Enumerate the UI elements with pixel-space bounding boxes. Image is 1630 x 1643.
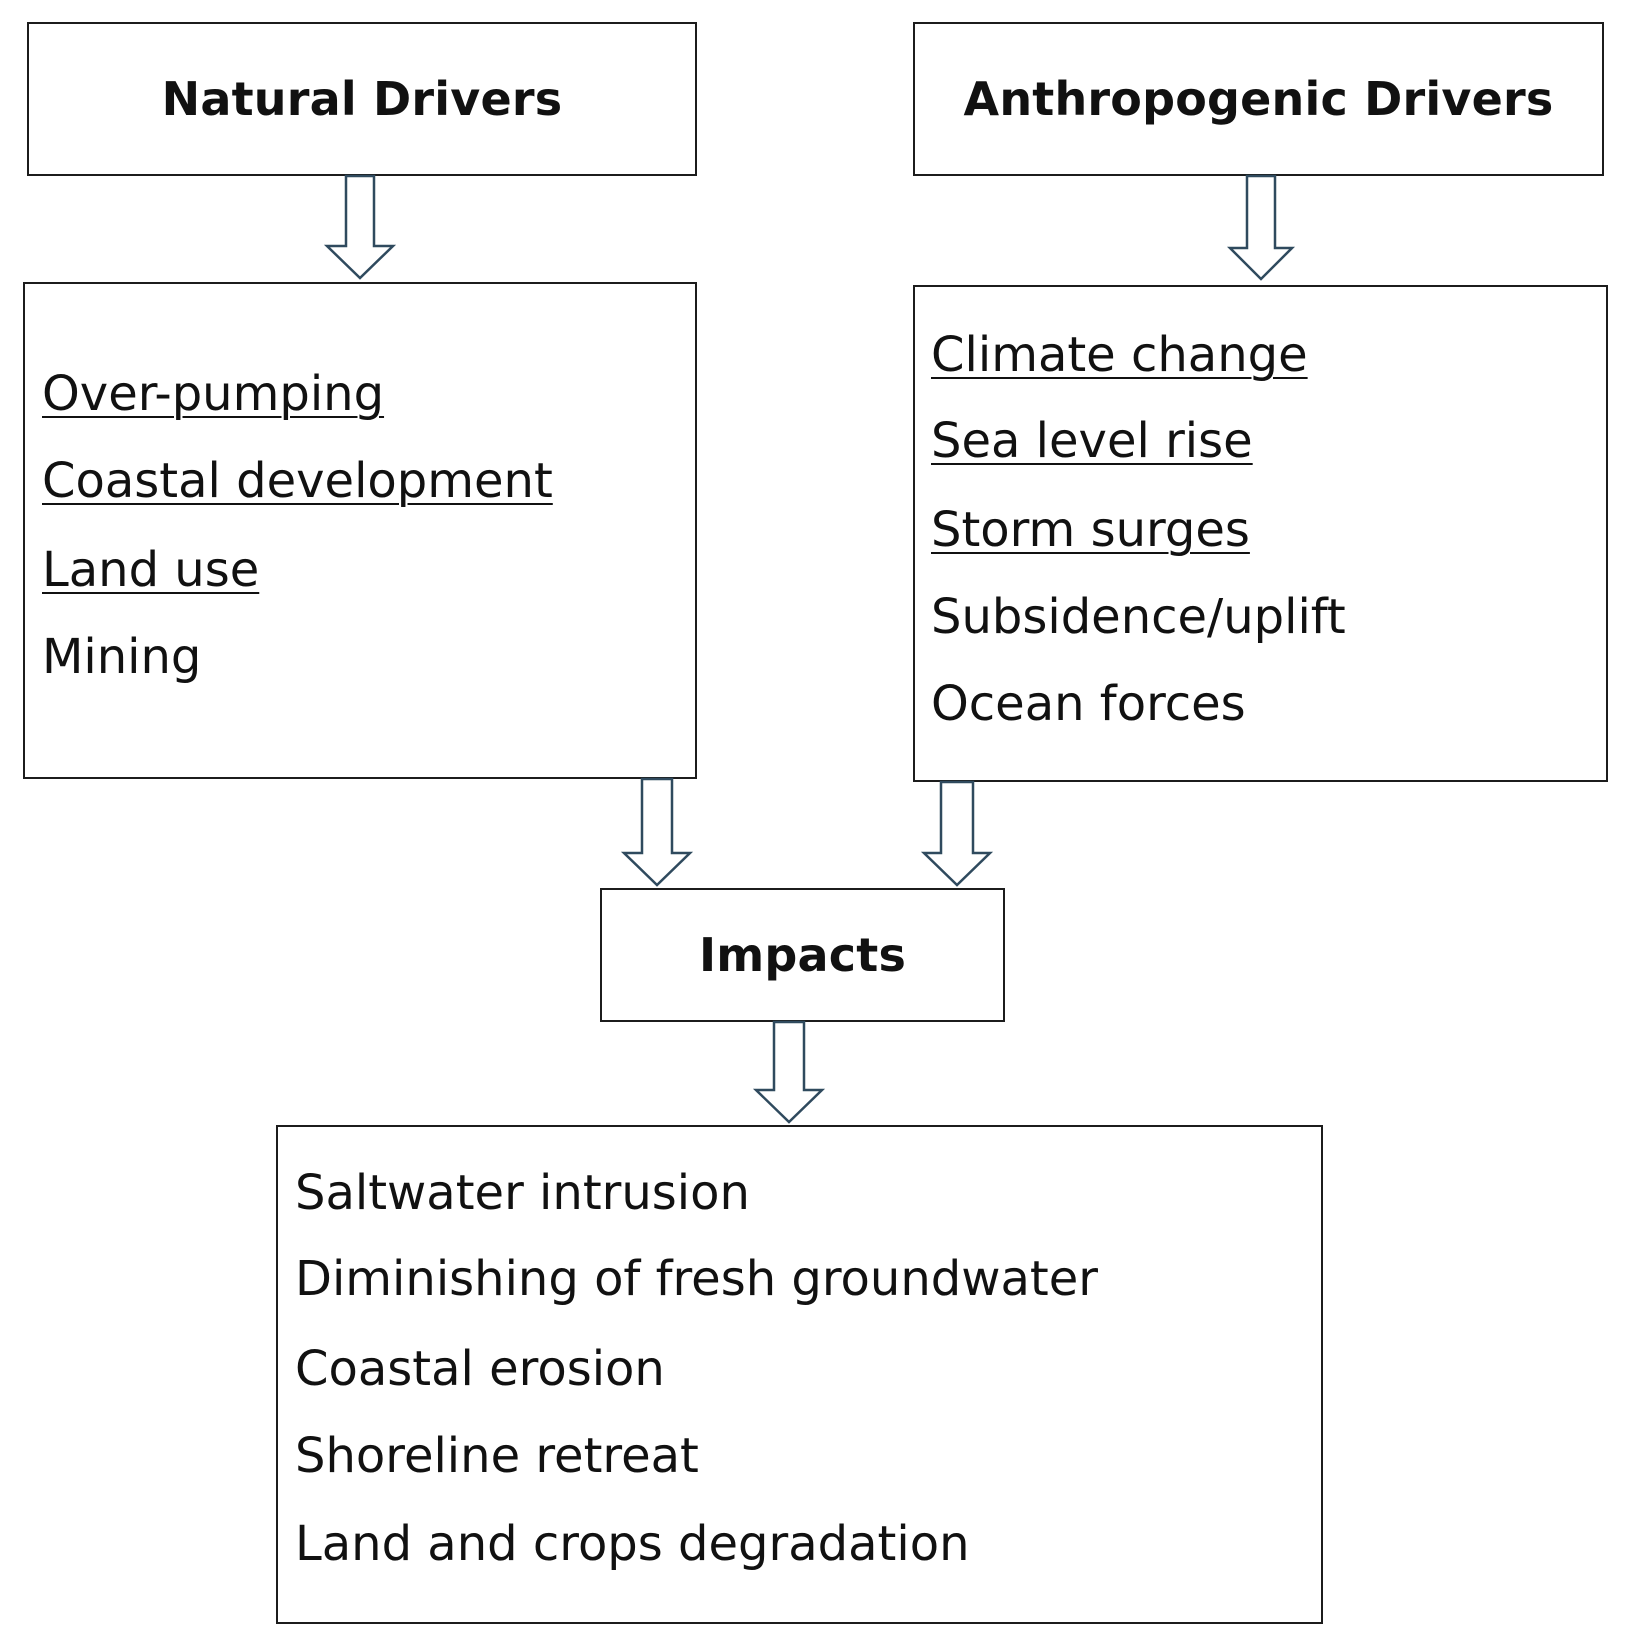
anthropogenic-item-subsidence-uplift: Subsidence/uplift <box>931 589 1346 645</box>
impact-item-coastal-erosion: Coastal erosion <box>295 1341 665 1397</box>
natural-drivers-title: Natural Drivers <box>161 72 563 126</box>
impacts-list-box: Saltwater intrusion Diminishing of fresh… <box>276 1125 1323 1624</box>
anthropogenic-drivers-title-box: Anthropogenic Drivers <box>913 22 1604 176</box>
anthropogenic-item-ocean-forces: Ocean forces <box>931 676 1246 732</box>
arrow-impacts-title-to-list <box>752 1020 826 1124</box>
natural-item-mining: Mining <box>42 629 202 685</box>
natural-item-coastal-development: Coastal development <box>42 453 553 509</box>
anthropogenic-item-storm-surges: Storm surges <box>931 502 1250 558</box>
anthropogenic-item-climate-change: Climate change <box>931 327 1308 383</box>
natural-item-over-pumping: Over-pumping <box>42 366 385 422</box>
anthropogenic-drivers-list-box: Climate change Sea level rise Storm surg… <box>913 285 1608 782</box>
arrow-anthropogenic-title-to-list <box>1226 174 1296 281</box>
impact-item-saltwater-intrusion: Saltwater intrusion <box>295 1165 750 1221</box>
natural-drivers-title-box: Natural Drivers <box>27 22 697 176</box>
natural-item-land-use: Land use <box>42 542 260 598</box>
anthropogenic-item-sea-level-rise: Sea level rise <box>931 413 1253 469</box>
natural-drivers-list-box: Over-pumping Coastal development Land us… <box>23 282 697 779</box>
impact-item-land-crops-degradation: Land and crops degradation <box>295 1516 970 1572</box>
arrow-natural-list-to-impacts <box>620 777 694 887</box>
impacts-title: Impacts <box>698 928 907 982</box>
anthropogenic-drivers-title: Anthropogenic Drivers <box>963 72 1554 126</box>
arrow-natural-title-to-list <box>323 174 397 280</box>
impacts-title-box: Impacts <box>600 888 1005 1022</box>
impact-item-shoreline-retreat: Shoreline retreat <box>295 1428 699 1484</box>
impact-item-diminishing-fresh-groundwater: Diminishing of fresh groundwater <box>295 1251 1098 1307</box>
arrow-anthropogenic-list-to-impacts <box>920 780 994 887</box>
